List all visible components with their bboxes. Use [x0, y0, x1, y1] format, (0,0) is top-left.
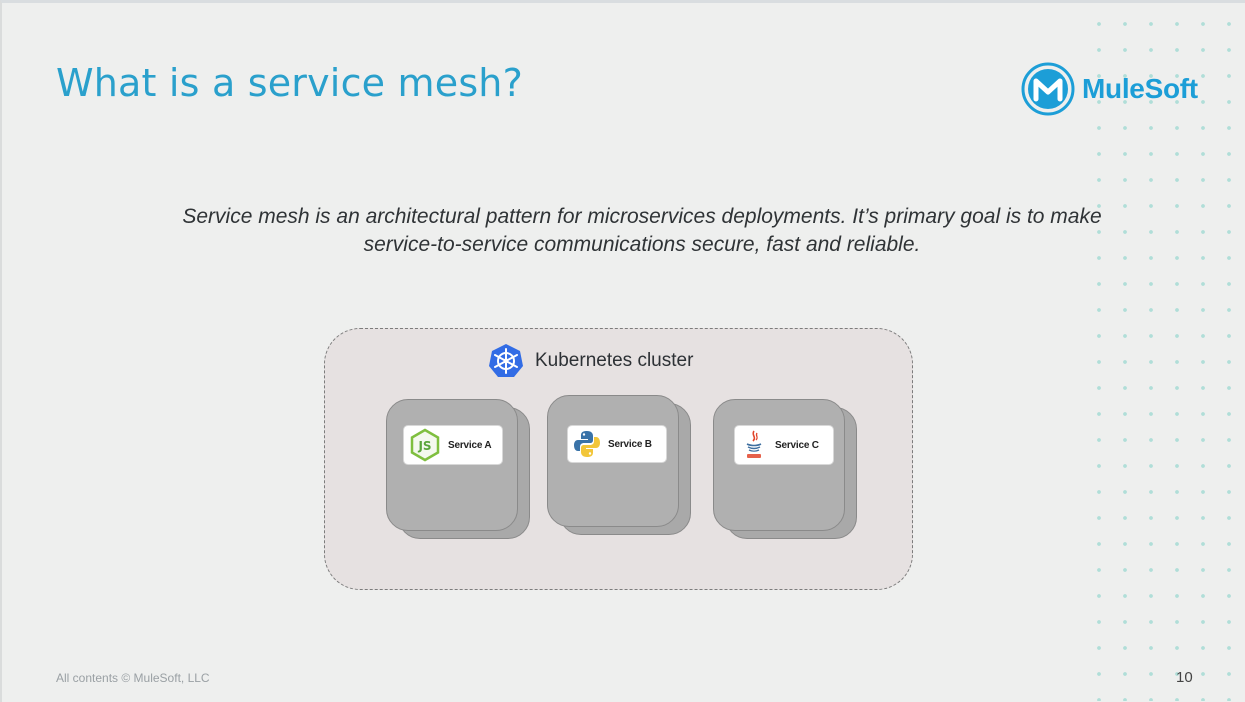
service-a-pill: JS Service A: [404, 426, 502, 464]
cluster-label: Kubernetes cluster: [535, 350, 694, 371]
mulesoft-logo-icon: [1021, 62, 1075, 116]
page-number: 10: [1176, 669, 1193, 686]
nodejs-icon: JS: [410, 428, 440, 462]
service-a-label: Service A: [448, 439, 492, 451]
subtitle-line-1: Service mesh is an architectural pattern…: [182, 205, 1102, 228]
service-c-pill: Service C: [735, 426, 833, 464]
service-b-label: Service B: [608, 438, 652, 450]
dot-pattern: [1086, 11, 1245, 701]
subtitle-line-2: service-to-service communications secure…: [363, 233, 921, 256]
service-a-card: JS Service A: [386, 399, 518, 531]
java-icon: [746, 430, 762, 458]
kubernetes-icon: [489, 344, 523, 377]
service-b-pill: Service B: [568, 426, 666, 462]
svg-text:JS: JS: [417, 439, 431, 453]
service-c-card: Service C: [713, 399, 845, 531]
service-c-label: Service C: [775, 439, 819, 451]
footer-copyright: All contents © MuleSoft, LLC: [56, 671, 210, 685]
cluster-header: Kubernetes cluster: [487, 342, 693, 380]
slide-title: What is a service mesh?: [56, 61, 523, 105]
mulesoft-logo: MuleSoft: [1020, 61, 1198, 117]
slide-subtitle: Service mesh is an architectural pattern…: [62, 203, 1222, 259]
service-b-card: Service B: [547, 395, 679, 527]
brand-name: MuleSoft: [1082, 73, 1198, 104]
python-icon: [574, 431, 600, 457]
